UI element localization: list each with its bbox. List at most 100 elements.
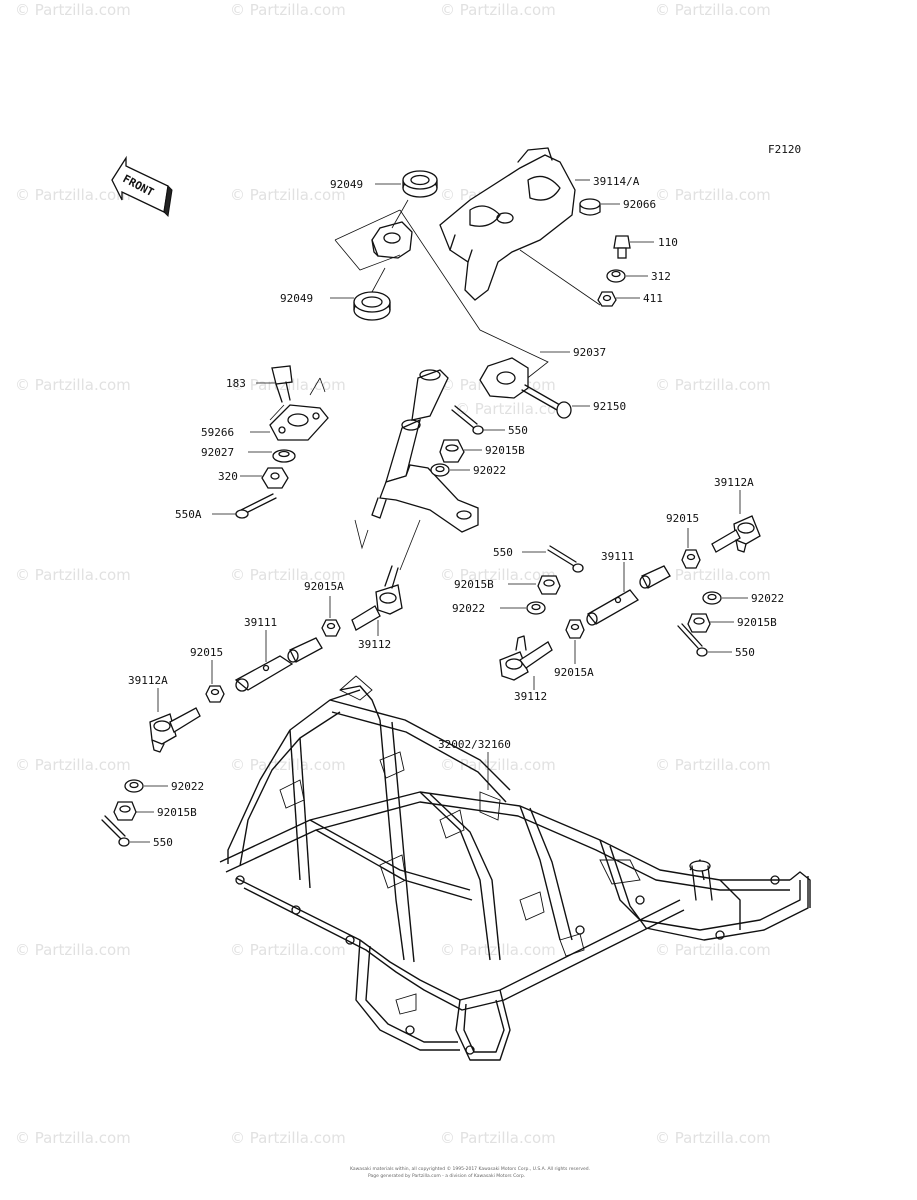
- label-320: 320: [218, 470, 238, 483]
- washer-92027: [272, 449, 296, 463]
- label-92015-left: 92015: [190, 646, 223, 659]
- watermark: © Partzilla.com: [440, 1129, 556, 1147]
- label-39111-left: 39111: [244, 616, 277, 629]
- watermark: © Partzilla.com: [440, 566, 556, 584]
- bracket-92037: [479, 357, 529, 399]
- cotter-pin-550-upper: [451, 405, 484, 435]
- watermark: © Partzilla.com: [655, 756, 771, 774]
- label-92037: 92037: [573, 346, 606, 359]
- holder-59266: [269, 404, 329, 441]
- frame-32002: [219, 675, 811, 1061]
- tie-rod-end-39112-right: [499, 635, 553, 681]
- watermark: © Partzilla.com: [230, 376, 346, 394]
- watermark: © Partzilla.com: [655, 566, 771, 584]
- watermark: © Partzilla.com: [230, 566, 346, 584]
- watermark: © Partzilla.com: [15, 941, 131, 959]
- washer-312: [606, 269, 626, 283]
- nut-92015A-right: [565, 619, 585, 639]
- label-110: 110: [658, 236, 678, 249]
- label-550-mid: 550: [493, 546, 513, 559]
- watermark: © Partzilla.com: [455, 400, 571, 418]
- nut-92015B-mid: [537, 575, 561, 595]
- watermark: © Partzilla.com: [15, 1, 131, 19]
- footer-generated: Page generated by Partzilla.com - a divi…: [368, 1173, 525, 1179]
- label-92015A-right: 92015A: [554, 666, 594, 679]
- bolt-110: [613, 235, 631, 259]
- label-92015B-mid: 92015B: [454, 578, 494, 591]
- watermark: © Partzilla.com: [230, 756, 346, 774]
- watermark: © Partzilla.com: [230, 1129, 346, 1147]
- label-550-right: 550: [735, 646, 755, 659]
- watermark: © Partzilla.com: [230, 186, 346, 204]
- nut-92015B-right: [687, 613, 711, 633]
- label-39112A-right: 39112A: [714, 476, 754, 489]
- figure-code: F2120: [768, 143, 801, 156]
- cap-92066: [579, 198, 601, 216]
- label-550A: 550A: [175, 508, 202, 521]
- bearing-92049-upper: [402, 170, 438, 198]
- watermark: © Partzilla.com: [15, 1129, 131, 1147]
- handlebar-holder-39114: [439, 147, 576, 301]
- label-92049-upper: 92049: [330, 178, 363, 191]
- bolt-183: [271, 365, 293, 403]
- watermark: © Partzilla.com: [440, 1, 556, 19]
- label-550-lower-left: 550: [153, 836, 173, 849]
- label-32002-32160: 32002/32160: [438, 738, 511, 751]
- watermark: © Partzilla.com: [15, 186, 131, 204]
- watermark: © Partzilla.com: [655, 186, 771, 204]
- nut-411: [597, 291, 617, 307]
- label-92022-upper: 92022: [473, 464, 506, 477]
- watermark: © Partzilla.com: [655, 941, 771, 959]
- tie-rod-39111-left: [234, 637, 323, 692]
- label-92066: 92066: [623, 198, 656, 211]
- washer-92022-right: [702, 591, 722, 605]
- watermark: © Partzilla.com: [655, 376, 771, 394]
- label-183: 183: [226, 377, 246, 390]
- washer-92022-upper: [430, 463, 450, 477]
- watermark: © Partzilla.com: [655, 1129, 771, 1147]
- tie-rod-end-39112A-left: [149, 707, 201, 753]
- label-92049-lower: 92049: [280, 292, 313, 305]
- watermark: © Partzilla.com: [230, 941, 346, 959]
- label-92015A-left: 92015A: [304, 580, 344, 593]
- nut-92015-right: [681, 549, 701, 569]
- watermark: © Partzilla.com: [440, 756, 556, 774]
- watermark: © Partzilla.com: [655, 1, 771, 19]
- label-39111-right: 39111: [601, 550, 634, 563]
- cotter-pin-550-mid: [547, 545, 584, 573]
- label-92015B-lower-left: 92015B: [157, 806, 197, 819]
- label-39114A: 39114/A: [593, 175, 640, 188]
- washer-92022-lower-left: [124, 779, 144, 793]
- watermark-layer: © Partzilla.com © Partzilla.com © Partzi…: [15, 1, 771, 1147]
- bracket-upper: [371, 221, 413, 259]
- label-92022-lower-left: 92022: [171, 780, 204, 793]
- tie-rod-end-39112A-right: [711, 515, 761, 553]
- label-92022-right: 92022: [751, 592, 784, 605]
- watermark: © Partzilla.com: [15, 566, 131, 584]
- cotter-pin-550A: [235, 493, 277, 519]
- nut-92015A-left: [321, 619, 341, 637]
- tie-rod-end-39112-left: [351, 565, 403, 631]
- label-92022-mid: 92022: [452, 602, 485, 615]
- watermark: © Partzilla.com: [15, 756, 131, 774]
- label-92150: 92150: [593, 400, 626, 413]
- cotter-pin-550-lower-left: [101, 815, 130, 847]
- bolt-92150: [521, 384, 572, 419]
- nut-320: [261, 467, 289, 489]
- steering-shaft: [371, 369, 479, 533]
- nut-92015B-lower-left: [113, 801, 137, 821]
- watermark: © Partzilla.com: [440, 941, 556, 959]
- label-92015-right: 92015: [666, 512, 699, 525]
- watermark: © Partzilla.com: [15, 376, 131, 394]
- cotter-pin-550-right: [677, 623, 708, 657]
- label-39112-right: 39112: [514, 690, 547, 703]
- nut-92015B-upper: [439, 439, 465, 463]
- part-labels: 92049 39114/A 92066 110 312 411 92049 92…: [128, 175, 784, 849]
- nut-92015-left: [205, 685, 225, 703]
- label-550-upper: 550: [508, 424, 528, 437]
- label-312: 312: [651, 270, 671, 283]
- tie-rod-39111-right: [586, 565, 671, 626]
- label-92015B-right: 92015B: [737, 616, 777, 629]
- label-92027: 92027: [201, 446, 234, 459]
